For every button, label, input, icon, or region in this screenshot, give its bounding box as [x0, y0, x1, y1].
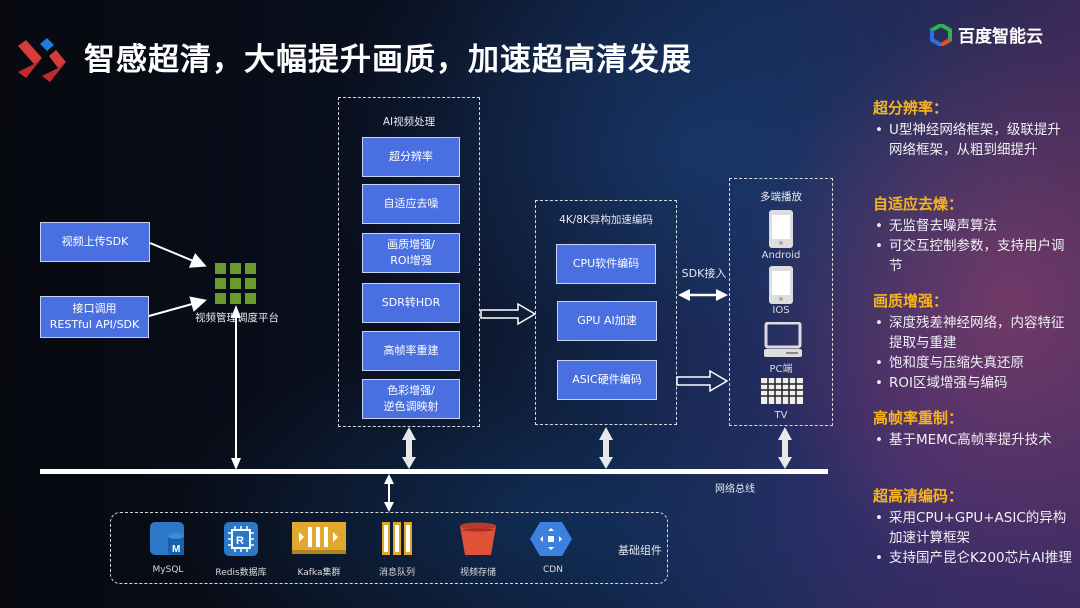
encoding-item-label: CPU软件编码	[572, 257, 640, 270]
feature-heading: 自适应去燥：	[873, 195, 964, 213]
feature-heading: 高帧率重制：	[873, 409, 964, 427]
ai-item-label-line2: 逆色调映射	[383, 400, 439, 413]
restful-api-label: RESTful API/SDK	[49, 318, 140, 331]
arrow-ai-to-encoding	[480, 302, 537, 326]
ai-item-label: 画质增强/	[387, 238, 435, 251]
feature-enhancement: 画质增强： 深度残差神经网络，内容特征提取与重建 饱和度与压缩失真还原 ROI区…	[873, 290, 1073, 393]
ai-processing-title: AI视频处理	[382, 116, 436, 128]
infrastructure-title: 基础组件	[618, 544, 662, 557]
brand-name: 百度智能云	[958, 27, 1043, 47]
feature-bullet: 无监督去噪声算法	[873, 216, 1073, 236]
feature-heading: 超分辨率：	[873, 99, 949, 117]
upload-sdk-box: 视频上传SDK	[40, 222, 150, 262]
device-label-pc: PC端	[769, 364, 793, 375]
feature-denoise: 自适应去燥： 无监督去噪声算法 可交互控制参数，支持用户调节	[873, 193, 1073, 276]
phone-icon	[769, 266, 793, 304]
ai-item-box: 高帧率重建	[362, 331, 460, 371]
feature-bullet: 可交互控制参数，支持用户调节	[873, 236, 1073, 276]
infra-label-storage: 视频存储	[459, 568, 496, 578]
feature-bullet: ROI区域增强与编码	[873, 373, 1073, 393]
ai-item-label: SDR转HDR	[381, 296, 441, 309]
laptop-icon	[764, 322, 802, 357]
encoding-item-cpu: CPU软件编码	[556, 244, 656, 284]
ai-item-label: 高帧率重建	[383, 344, 439, 357]
feature-bullet: 深度残差神经网络，内容特征提取与重建	[873, 313, 1073, 353]
infra-label-kafka: Kafka集群	[297, 568, 341, 578]
phone-icon	[769, 210, 793, 248]
page-title: 智感超清，大幅提升画质，加速超高清发展	[84, 42, 692, 78]
device-label-tv: TV	[774, 410, 788, 421]
feature-bullet: 采用CPU+GPU+ASIC的异构加速计算框架	[873, 508, 1073, 548]
ai-item-box: SDR转HDR	[362, 283, 460, 323]
tv-wall-icon	[761, 378, 803, 404]
feature-bullet: U型神经网络框架，级联提升网络框架，从粗到细提升	[873, 120, 1073, 160]
infra-label-cdn: CDN	[543, 565, 563, 575]
encoding-item-label: ASIC硬件编码	[572, 373, 642, 386]
ai-item-label-line2: ROI增强	[390, 254, 432, 267]
api-call-label: 接口调用	[72, 302, 117, 315]
feature-frame-rate: 高帧率重制： 基于MEMC高帧率提升技术	[873, 407, 1073, 450]
infrastructure-panel	[110, 512, 668, 584]
grid-icon	[215, 263, 256, 304]
encoding-item-gpu: GPU AI加速	[557, 301, 657, 341]
arrow-api-to-platform	[148, 296, 207, 317]
infra-label-mysql: MySQL	[152, 565, 184, 575]
feature-super-resolution: 超分辨率： U型神经网络框架，级联提升网络框架，从粗到细提升	[873, 97, 1073, 160]
ai-item-box: 画质增强/ROI增强	[362, 233, 460, 273]
feature-bullet: 基于MEMC高帧率提升技术	[873, 430, 1073, 450]
arrow-encoding-to-playback	[676, 369, 729, 393]
svg-text:M: M	[172, 544, 180, 555]
bucket-icon	[460, 522, 496, 555]
feature-bullet: 支持国产昆仑K200芯片AI推理	[873, 548, 1073, 568]
queue-icon	[382, 522, 412, 555]
encoding-item-asic: ASIC硬件编码	[557, 360, 657, 400]
ai-processing-panel	[338, 97, 480, 427]
network-bus	[40, 469, 828, 474]
feature-heading: 超高清编码：	[873, 487, 964, 505]
infra-label-redis: Redis数据库	[215, 568, 267, 578]
feature-encoding: 超高清编码： 采用CPU+GPU+ASIC的异构加速计算框架 支持国产昆仑K20…	[873, 485, 1073, 568]
playback-title: 多端播放	[760, 191, 802, 203]
ai-item-label: 超分辨率	[389, 150, 433, 163]
ai-item-label: 色彩增强/	[387, 384, 435, 397]
infra-label-queue: 消息队列	[378, 568, 415, 578]
api-call-box: 接口调用 RESTful API/SDK	[40, 296, 149, 338]
device-label-android: Android	[761, 250, 801, 261]
ai-item-label: 自适应去噪	[383, 197, 439, 210]
sdk-access-label: SDK接入	[681, 267, 727, 280]
device-label-ios: IOS	[772, 305, 790, 316]
kafka-icon	[292, 522, 346, 554]
upload-sdk-label: 视频上传SDK	[61, 235, 129, 248]
encoding-panel	[535, 200, 677, 425]
bus-connectors	[402, 427, 792, 469]
brand-chevron-logo-icon	[18, 38, 66, 82]
feature-bullet: 饱和度与压缩失真还原	[873, 353, 1073, 373]
redis-chip-icon: R	[224, 522, 258, 556]
playback-panel	[729, 178, 833, 426]
ai-item-box: 自适应去噪	[362, 184, 460, 224]
ai-item-box: 超分辨率	[362, 137, 460, 177]
ai-item-box: 色彩增强/逆色调映射	[362, 379, 460, 419]
brand-logo: 百度智能云	[930, 22, 1043, 47]
feature-heading: 画质增强：	[873, 292, 949, 310]
cdn-hexagon-icon	[530, 522, 572, 556]
mysql-icon: M	[150, 522, 184, 555]
encoding-item-label: GPU AI加速	[577, 314, 637, 327]
encoding-title: 4K/8K异构加速编码	[559, 214, 653, 226]
svg-text:R: R	[236, 535, 244, 547]
arrow-upload-to-platform	[149, 242, 207, 268]
bus-label: 网络总线	[715, 484, 755, 495]
baidu-cloud-hexagon-icon	[930, 23, 952, 46]
